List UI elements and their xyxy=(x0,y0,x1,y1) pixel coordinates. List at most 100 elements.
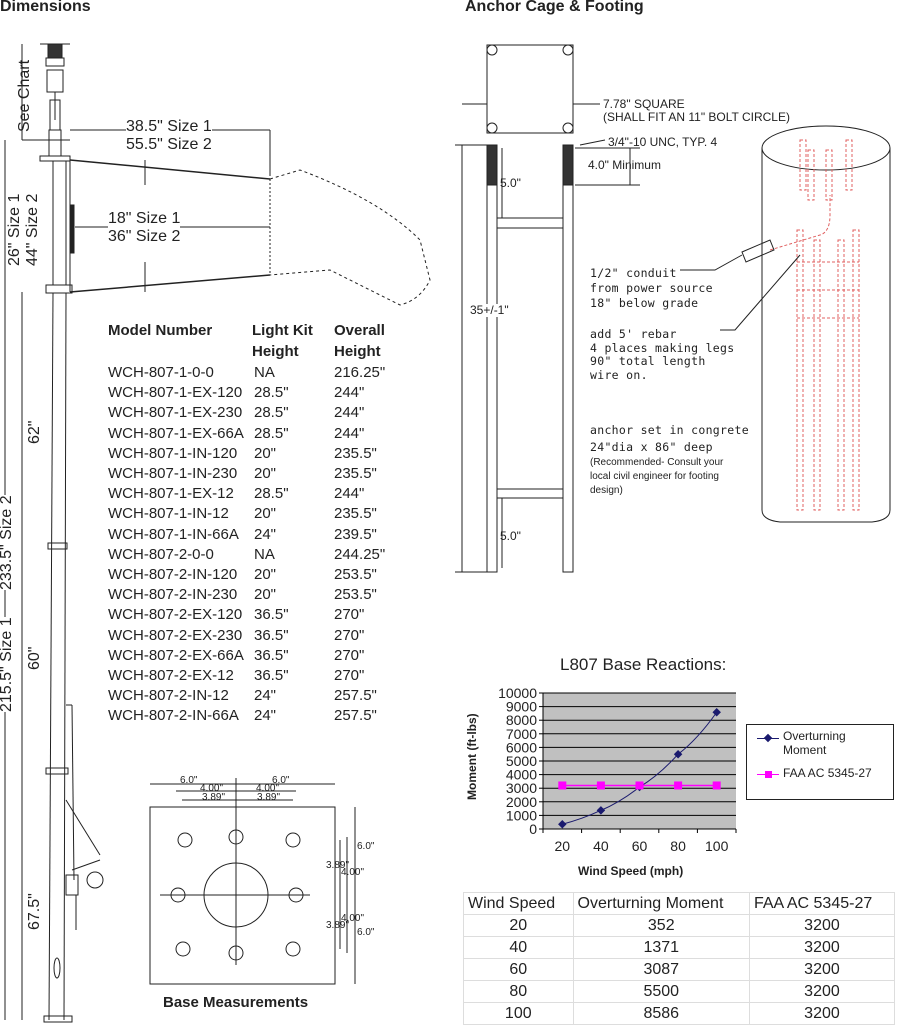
anchor-heading: Anchor Cage & Footing xyxy=(465,0,644,15)
faa-value: 3200 xyxy=(748,980,896,1003)
rebar-line3: 90" total length xyxy=(590,354,706,368)
overall-height: 244" xyxy=(334,384,365,402)
header-model: Model Number xyxy=(108,322,213,339)
rebar-line2: 4 places making legs xyxy=(590,340,735,355)
y-tick-label: 3000 xyxy=(506,780,537,796)
light-kit-height: 36.5" xyxy=(254,667,289,684)
light-kit-height: 36.5" xyxy=(254,626,289,644)
overturning-point xyxy=(673,749,683,759)
base-dim-6-right: 6.0" xyxy=(272,775,290,786)
recommend-line1: (Recommended- Consult your xyxy=(590,457,724,468)
reactions-header: Wind Speed Overturning Moment FAA AC 534… xyxy=(463,892,896,915)
model-number: WCH-807-1-0-0 xyxy=(108,364,214,381)
base-dim-4-bottom: 4.00" xyxy=(341,913,365,924)
light-kit-height: NA xyxy=(254,364,275,381)
overall-height: 216.25" xyxy=(334,364,386,381)
light-kit-height: 28.5" xyxy=(254,384,289,402)
model-number: WCH-807-1-EX-230 xyxy=(108,404,243,422)
base-dim-389-right: 3.89" xyxy=(257,792,281,803)
chart-legend: Overturning Moment FAA AC 5345-27 xyxy=(746,724,894,800)
legend-diamond-icon xyxy=(763,733,773,743)
concrete-line1: anchor set in congrete xyxy=(590,423,749,437)
x-tick-label: 60 xyxy=(632,838,648,854)
overall-height: 235.5" xyxy=(334,444,377,462)
y-tick-label: 6000 xyxy=(506,739,537,755)
legend-faa: FAA AC 5345-27 xyxy=(783,766,872,780)
header-overall: Overall xyxy=(334,322,385,339)
model-number: WCH-807-2-EX-66A xyxy=(108,646,244,664)
y-tick-label: 9000 xyxy=(506,699,537,715)
base-dim-389-left: 3.89" xyxy=(202,792,226,803)
concrete-line2: 24"dia x 86" deep xyxy=(590,440,713,454)
model-number: WCH-807-2-IN-66A xyxy=(108,707,239,725)
overall-height: 244" xyxy=(334,404,365,422)
model-number: WCH-807-2-0-0 xyxy=(108,545,214,563)
faa-point xyxy=(558,781,567,790)
footing-drawing xyxy=(680,125,891,523)
overall-height: 257.5" xyxy=(334,707,377,725)
light-kit-height: 24" xyxy=(254,687,277,705)
pole-drawing xyxy=(39,43,104,1023)
top-gap-label: 5.0" xyxy=(500,176,521,190)
overturning-point xyxy=(712,707,721,717)
light-kit-height: 20" xyxy=(254,444,277,462)
reactions-table: Wind Speed Overturning Moment FAA AC 534… xyxy=(463,892,896,1025)
header-light-kit: Light Kit xyxy=(252,322,313,339)
minimum-label: 4.0" Minimum xyxy=(588,158,661,172)
overall-height: 239.5" xyxy=(334,525,377,543)
faa-value: 3200 xyxy=(748,914,896,937)
rebar-note: add 5' rebar 4 places making legs 90" to… xyxy=(590,327,735,382)
conduit-line1: 1/2" conduit xyxy=(590,266,677,280)
overturning-moment: 5500 xyxy=(572,980,750,1003)
x-tick-label: 40 xyxy=(593,838,609,854)
recommend-line2: local civil engineer for footing xyxy=(590,471,719,482)
faa-value: 3200 xyxy=(748,936,896,959)
header-wind-speed: Wind Speed xyxy=(463,892,574,915)
model-number: WCH-807-1-EX-66A xyxy=(108,424,244,442)
sock-length-size1: 38.5" Size 1 xyxy=(126,118,212,135)
recommend-note: (Recommended- Consult your local civil e… xyxy=(590,456,723,498)
model-number: WCH-807-1-IN-12 xyxy=(108,505,229,523)
legend-overturning-line2: Moment xyxy=(783,743,827,757)
overall-height: 235.5" xyxy=(334,505,377,523)
conduit-note: 1/2" conduit from power source 18" below… xyxy=(590,266,713,311)
light-kit-height: 20" xyxy=(254,566,277,583)
model-number: WCH-807-2-EX-120 xyxy=(108,606,243,624)
y-tick-label: 2000 xyxy=(506,794,537,810)
bolt-circle-label: (SHALL FIT AN 11" BOLT CIRCLE) xyxy=(603,110,790,124)
sock-diameter-label: 18" Size 1 36" Size 2 xyxy=(108,210,181,246)
faa-value: 3200 xyxy=(748,958,896,981)
base-dim-4-right: 4.00" xyxy=(256,783,280,794)
legend-overturning: Overturning Moment xyxy=(783,729,846,757)
faa-value: 3200 xyxy=(748,1002,896,1025)
sock-length-label: 38.5" Size 1 55.5" Size 2 xyxy=(126,118,212,154)
base-dim-6-top: 6.0" xyxy=(357,841,375,852)
overturning-moment: 8586 xyxy=(572,1002,750,1025)
wind-speed: 20 xyxy=(463,914,574,937)
y-tick-label: 1000 xyxy=(506,807,537,823)
light-kit-height: 24" xyxy=(254,525,277,543)
light-kit-height: 28.5" xyxy=(254,485,289,503)
overall-height: 244" xyxy=(334,424,365,442)
base-dim-389-bottom: 3.89" xyxy=(326,920,350,931)
overall-height: 244" xyxy=(334,485,365,503)
overturning-point xyxy=(596,806,606,815)
model-number: WCH-807-1-IN-120 xyxy=(108,444,238,462)
model-table: Model Number Light Kit Overall Height He… xyxy=(108,322,398,752)
model-number: WCH-807-1-EX-12 xyxy=(108,485,234,503)
header-light-kit-height: Height xyxy=(252,343,299,360)
rebar-line1: add 5' rebar xyxy=(590,327,677,341)
overall-height: 253.5" xyxy=(334,566,377,583)
model-number: WCH-807-1-IN-230 xyxy=(108,465,238,482)
chart-xlabel: Wind Speed (mph) xyxy=(578,864,684,878)
light-kit-height: 28.5" xyxy=(254,404,289,422)
wind-speed: 80 xyxy=(463,980,574,1003)
base-dim-4-left: 4.00" xyxy=(200,783,224,794)
sock-diameter-size2: 36" Size 2 xyxy=(108,228,181,245)
model-number: WCH-807-2-IN-120 xyxy=(108,566,238,583)
thread-label: 3/4"-10 UNC, TYP. 4 xyxy=(608,135,718,149)
concrete-note: anchor set in congrete 24"dia x 86" deep xyxy=(590,422,749,456)
